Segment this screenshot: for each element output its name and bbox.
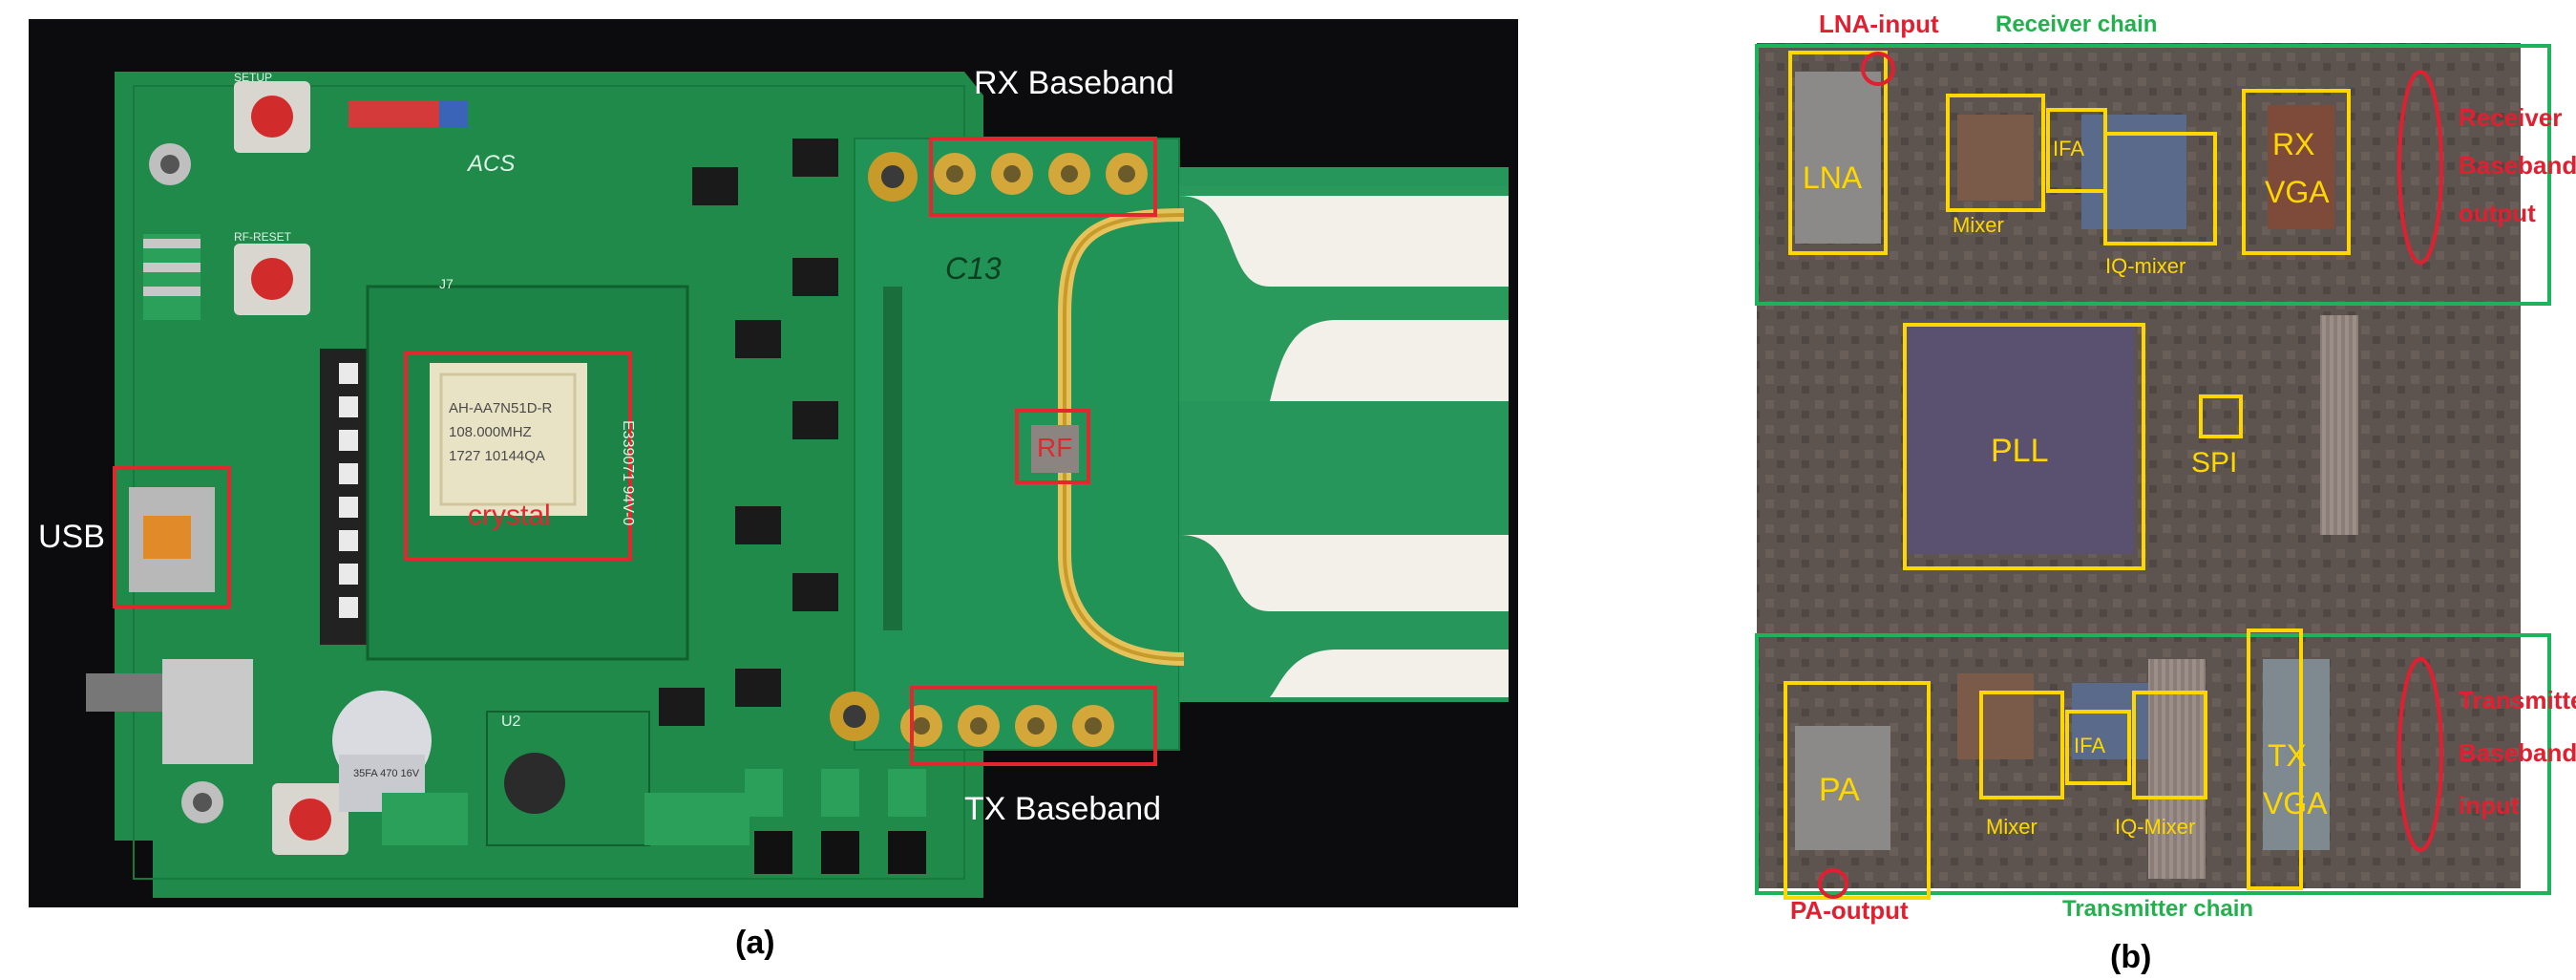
rx-vga-label-2: VGA [2265,175,2330,209]
receiver-chain-label: Receiver chain [1995,11,2158,37]
receiver-baseband-output-2: Baseband [2459,151,2576,180]
caption-b: (b) [2110,939,2152,975]
spi-box [2199,394,2243,438]
transmitter-baseband-input-2: Baseband [2459,738,2576,767]
tx-baseband-box [910,686,1157,766]
crystal-box [404,352,632,561]
tx-sma-connectors [830,692,1114,747]
transmitter-chain-label: Transmitter chain [2062,896,2254,922]
silk-side-text: E339071 94V-0 [620,420,636,526]
transmitter-baseband-input-3: input [2459,791,2520,820]
pll-label: PLL [1991,433,2049,469]
tx-vga-box [2247,628,2303,890]
receiver-chain-box [1755,44,2551,306]
crystal-oscillator [430,363,587,516]
pad-ring [1795,57,2482,65]
spi-label: SPI [2191,447,2238,479]
tx-baseband-label: TX Baseband [964,791,1162,827]
ifa-rx-label: IFA [2053,137,2085,160]
rx-baseband-label: RX Baseband [974,65,1174,101]
rf-box [1015,409,1090,484]
ifa-tx-box [2065,710,2131,785]
transmitter-chain-box [1755,633,2551,895]
rf-reset-button [234,244,310,315]
mixer-rx-label: Mixer [1953,213,2004,237]
caption-a: (a) [735,925,775,961]
crystal-marking-3: 1727 10144QA [449,448,545,464]
pa-output-label: PA-output [1790,896,1909,925]
rf-label: RF [1037,433,1073,462]
iq-mixer-rx-label: IQ-mixer [2105,254,2186,278]
capacitor-marking: 35FA 470 16V [353,768,420,779]
silk-rf-reset: RF-RESET [234,230,291,244]
pll-box [1903,323,2145,570]
rx-sma-connectors [868,152,1148,202]
crystal-marking-1: AH-AA7N51D-R [449,400,553,416]
rx-vga-label-1: RX [2272,127,2315,161]
silk-j7: J7 [439,276,454,291]
silk-setup: SETUP [234,71,273,84]
mixer-tx-box [1979,691,2064,799]
receiver-baseband-output-1: Receiver [2459,103,2563,132]
pa-box [1784,681,1931,900]
crystal-marking-2: 108.000MHZ [449,424,532,440]
mixer-rx-box [1946,94,2045,212]
lna-input-marker [1861,52,1895,86]
rx-baseband-box [929,137,1157,217]
lna-input-label: LNA-input [1819,10,1939,38]
receiver-baseband-output-3: output [2459,199,2536,227]
pa-output-marker [1818,868,1848,899]
ifa-tx-label: IFA [2074,734,2106,757]
silk-c13: C13 [945,251,1002,286]
pa-label: PA [1819,772,1860,808]
crystal-label: crystal [468,500,551,531]
usb-box [113,466,231,608]
iq-mixer-tx-label: IQ-Mixer [2115,815,2196,839]
panel-a-pcb-photo [29,19,2551,907]
iq-mixer-tx-box [2132,691,2207,799]
reset-button-bottom [272,783,348,855]
usb-label: USB [38,519,105,555]
rf-chip [1031,425,1079,473]
receiver-output-marker [2397,70,2443,265]
lna-box [1788,51,1888,255]
tx-vga-label-1: TX [2268,738,2307,773]
rx-vga-box [2242,89,2351,255]
mixer-tx-label: Mixer [1986,815,2038,839]
transmitter-baseband-input-1: Transmitter [2459,686,2576,714]
iq-mixer-rx-box [2103,132,2217,245]
silk-u2: U2 [501,714,521,730]
transmitter-input-marker [2397,657,2443,852]
tx-vga-label-2: VGA [2263,786,2328,820]
silk-acs: ACS [468,151,516,177]
lna-label: LNA [1803,160,1863,195]
pa-jumper [348,100,454,127]
setup-button [234,81,310,153]
